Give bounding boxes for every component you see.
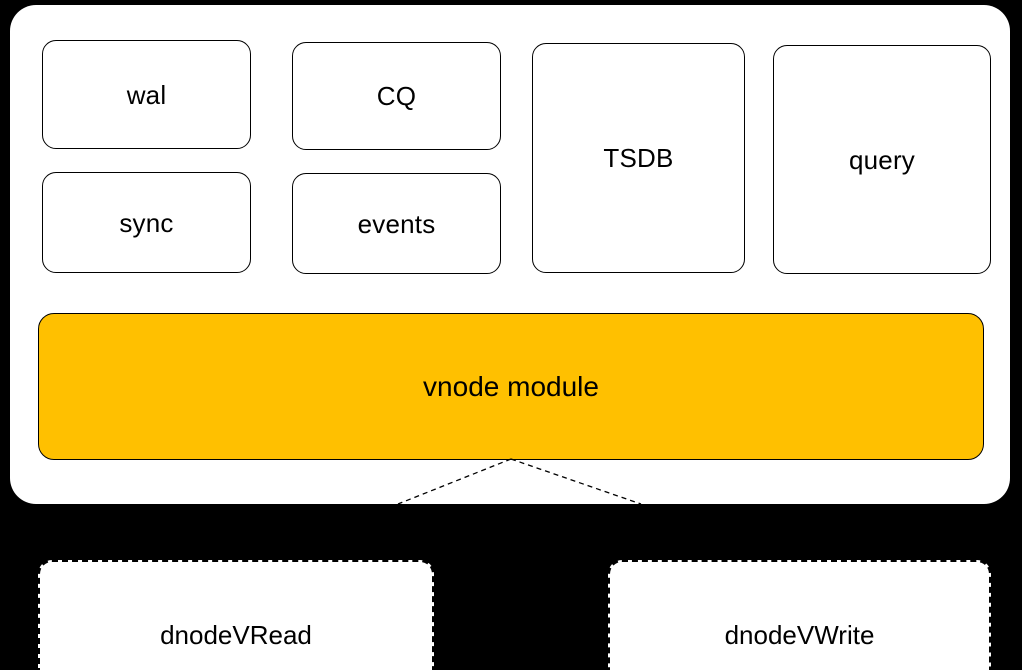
dnode-box-vread[interactable]: dnodeVRead: [38, 560, 434, 670]
module-box-tsdb[interactable]: TSDB: [532, 43, 745, 273]
module-label-sync: sync: [119, 207, 174, 238]
module-box-sync[interactable]: sync: [42, 172, 251, 273]
module-label-cq: CQ: [376, 81, 417, 111]
module-box-query[interactable]: query: [773, 45, 991, 274]
module-box-wal[interactable]: wal: [42, 40, 251, 149]
vnode-container: wal CQ TSDB query sync events vnode modu…: [10, 5, 1010, 504]
module-label-wal: wal: [126, 79, 167, 110]
vnode-module-label: vnode module: [423, 370, 599, 402]
module-box-cq[interactable]: CQ: [292, 42, 501, 150]
module-label-events: events: [357, 208, 436, 239]
dnode-box-vwrite[interactable]: dnodeVWrite: [608, 560, 991, 670]
dnode-label-vwrite: dnodeVWrite: [724, 620, 875, 650]
module-label-tsdb: TSDB: [603, 143, 674, 173]
dnode-label-vread: dnodeVRead: [160, 620, 312, 650]
module-label-query: query: [848, 144, 916, 175]
vnode-module-bar[interactable]: vnode module: [38, 313, 984, 460]
module-box-events[interactable]: events: [292, 173, 501, 274]
